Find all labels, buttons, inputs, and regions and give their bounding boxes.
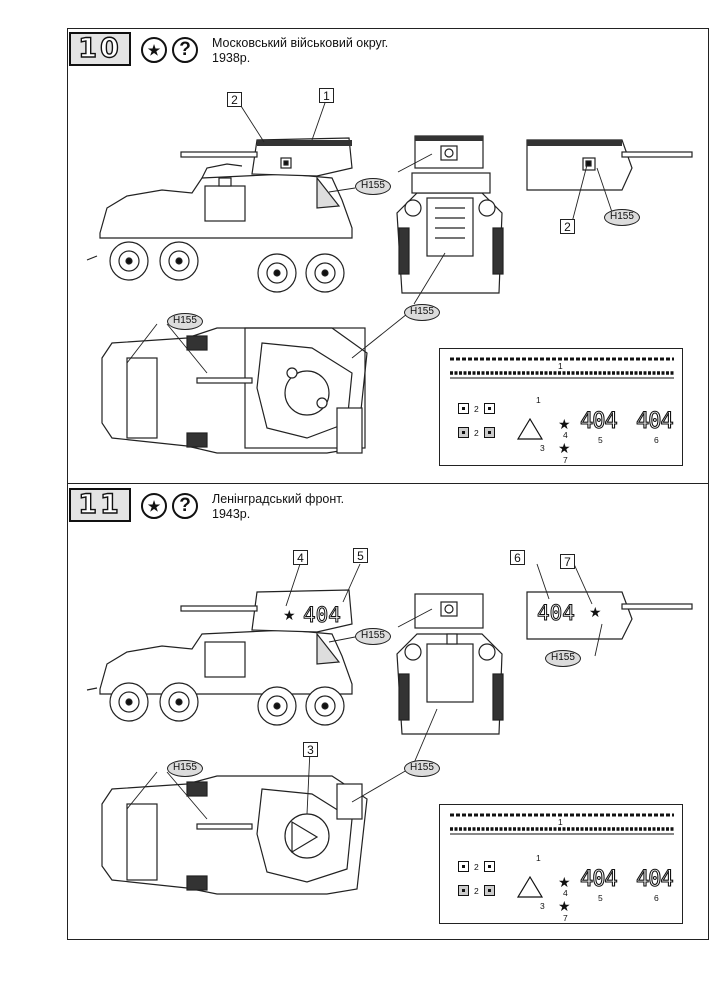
callout-box-2b: 2 <box>560 219 575 234</box>
callout-box-6: 6 <box>510 550 525 565</box>
paint-callout-h155: H155 <box>604 209 640 226</box>
decal-square-black <box>484 403 495 414</box>
star-decal-icon: ★ <box>558 898 571 914</box>
svg-text:404: 404 <box>537 601 575 625</box>
paint-callout-h155: H155 <box>355 178 391 195</box>
star-decal-icon: ★ <box>558 440 571 456</box>
turret-number-decal: 404 <box>579 866 618 892</box>
decal-square-grey <box>484 427 495 438</box>
scheme-10: 10 ★ ? Московський військовий округ. 193… <box>67 28 709 483</box>
question-mark-icon: ? <box>172 37 198 63</box>
soviet-star-icon: ★ <box>141 493 167 519</box>
callout-box-1: 1 <box>319 88 334 103</box>
decal-square-grey <box>484 885 495 896</box>
turret-star-icon: ★ <box>283 608 296 624</box>
decal-square-black <box>458 861 469 872</box>
paint-callout-h155: H155 <box>404 760 440 777</box>
decal-square-black <box>458 403 469 414</box>
callout-box-4: 4 <box>293 550 308 565</box>
paint-callout-h155: H155 <box>404 304 440 321</box>
decal-square-grey <box>458 885 469 896</box>
paint-callout-h155: H155 <box>167 760 203 777</box>
turret-number-decal: 404 <box>579 408 618 434</box>
side-view-drawing: ★ 404 404 ★ <box>86 563 693 895</box>
decal-sheet: 1 2 2 1 3 ★ 4 ★ 7 404 5 404 6 <box>439 348 683 466</box>
callout-box-3: 3 <box>303 742 318 757</box>
svg-text:404: 404 <box>303 603 341 627</box>
scheme-number-badge: 10 <box>69 32 131 66</box>
star-decal-icon: ★ <box>558 874 571 890</box>
callout-box-5: 5 <box>353 548 368 563</box>
paint-callout-h155: H155 <box>167 313 203 330</box>
decal-square-black <box>484 861 495 872</box>
decal-sheet: 1 2 2 1 3 ★ 4 ★ 7 404 5 404 6 <box>439 804 683 924</box>
scheme-number-badge: 11 <box>69 488 131 522</box>
turret-number-decal: 404 <box>635 866 674 892</box>
paint-callout-h155: H155 <box>545 650 581 667</box>
page-frame <box>67 28 709 940</box>
decal-square-grey <box>458 427 469 438</box>
svg-text:★: ★ <box>589 605 602 621</box>
question-mark-icon: ? <box>172 493 198 519</box>
scheme-title: Московський військовий округ. 1938р. <box>212 36 389 65</box>
star-decal-icon: ★ <box>558 416 571 432</box>
paint-callout-h155: H155 <box>355 628 391 645</box>
turret-number-decal: 404 <box>635 408 674 434</box>
side-view-drawing <box>86 99 693 454</box>
soviet-star-icon: ★ <box>141 37 167 63</box>
callout-box-2: 2 <box>227 92 242 107</box>
scheme-11: 11 ★ ? Ленінградський фронт. 1943р. ★ 40… <box>67 483 709 941</box>
callout-box-7: 7 <box>560 554 575 569</box>
scheme-title: Ленінградський фронт. 1943р. <box>212 492 345 521</box>
